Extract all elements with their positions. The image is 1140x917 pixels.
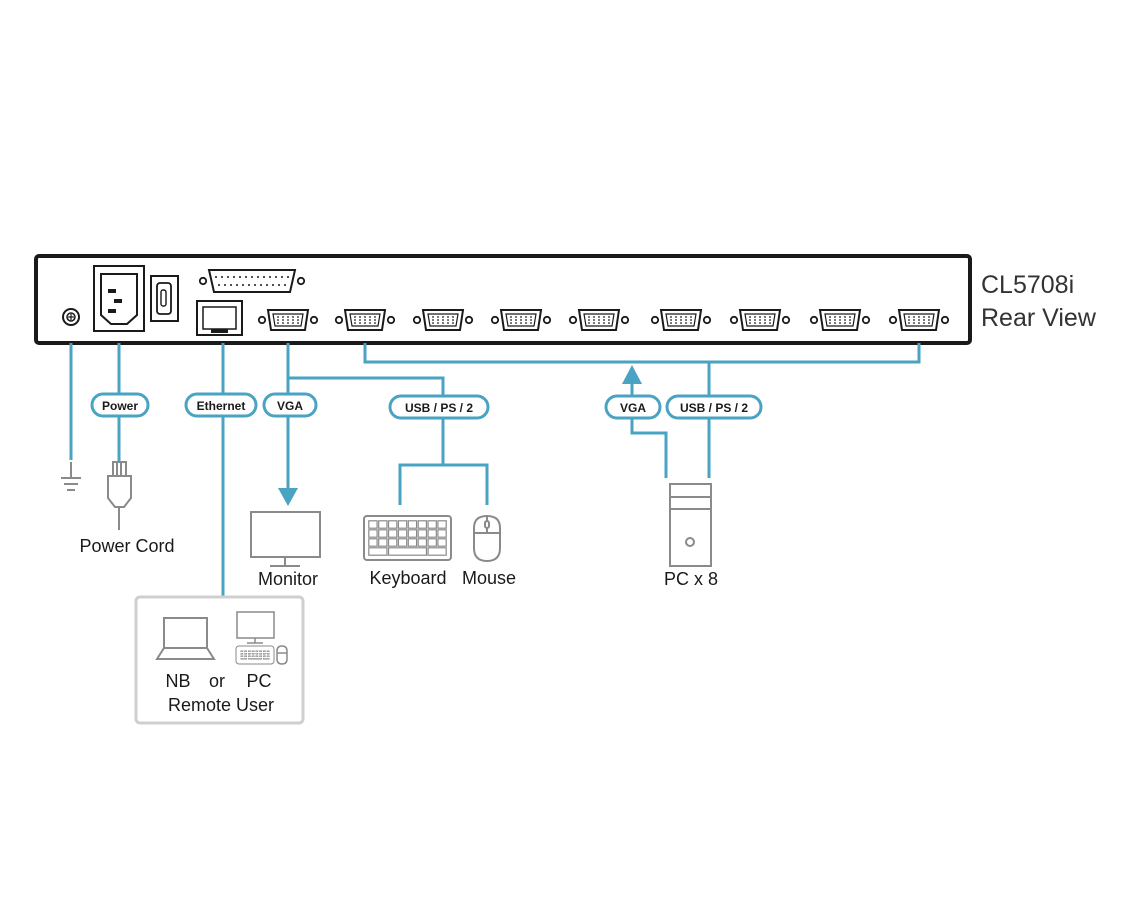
svg-text:USB / PS / 2: USB / PS / 2 [680,401,748,415]
remote-pc-label: PC [246,671,271,691]
keyboard-mouse-split [398,463,489,505]
svg-text:Power: Power [102,399,138,413]
ethernet-port [196,300,243,336]
kvm-ports [257,309,950,331]
ground-icon [61,462,81,491]
view-title: Rear View [981,304,1097,332]
monitor-icon [250,511,321,567]
monitor-label: Monitor [258,569,318,589]
kvm-port-4 [568,309,630,331]
svg-text:VGA: VGA [620,401,646,415]
model-title: CL5708i [981,271,1074,299]
console-vga-port [257,309,319,331]
power-socket [93,265,145,332]
remote-or-label: or [209,671,225,691]
monitor-arrow-icon [278,488,298,506]
kvm-port-7 [809,309,871,331]
power-cord-label: Power Cord [79,536,174,556]
kvm-port-1 [334,309,396,331]
remote-mouse-icon [276,645,288,665]
kvm-port-3 [490,309,552,331]
db25-port [198,269,306,293]
kvm-port-2 [412,309,474,331]
pill-console-vga: VGA [262,392,318,418]
ground-terminal [62,308,80,326]
console-usb-cable [288,376,445,465]
power-plug-icon [107,461,132,530]
pc-label: PC x 8 [664,569,718,589]
pill-pc-usb: USB / PS / 2 [665,394,763,420]
power-switch [150,275,179,322]
svg-text:USB / PS / 2: USB / PS / 2 [405,401,473,415]
kvm-bus [363,343,921,364]
pill-power: Power [90,392,150,418]
laptop-icon [155,617,216,660]
kvm-port-6 [729,309,791,331]
pc-tower-icon [669,483,712,567]
keyboard-icon [363,515,452,561]
svg-text:Ethernet: Ethernet [197,399,246,413]
remote-nb-label: NB [165,671,190,691]
svg-text:VGA: VGA [277,399,303,413]
desktop-pc-icon [236,611,275,644]
remote-keyboard-icon [235,645,275,665]
remote-user-label: Remote User [168,695,274,715]
mouse-label: Mouse [462,568,516,588]
kvm-port-8 [888,309,950,331]
mouse-icon [473,514,501,563]
pill-ethernet: Ethernet [184,392,258,418]
keyboard-label: Keyboard [369,568,446,588]
pill-pc-vga: VGA [604,394,662,420]
kvm-port-5 [650,309,712,331]
pill-console-usb: USB / PS / 2 [388,394,490,420]
kvm-vga-arrow-icon [622,365,642,384]
